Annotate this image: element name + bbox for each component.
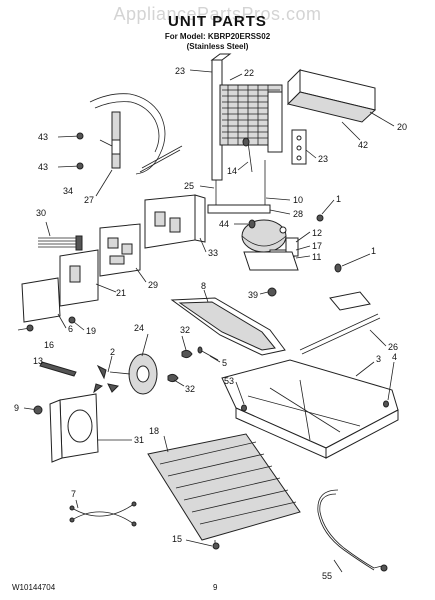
callout-43a: 43 [38, 132, 48, 142]
page-number: 9 [213, 583, 218, 592]
callout-7: 7 [71, 489, 76, 499]
part-bracket-20 [287, 68, 377, 123]
callout-33: 33 [208, 248, 218, 258]
part-probe-14 [242, 137, 253, 173]
callout-31: 31 [134, 435, 144, 445]
callout-11: 11 [312, 252, 321, 262]
callout-53: 53 [224, 376, 234, 386]
callout-6: 6 [68, 324, 73, 334]
part-bracket-23 [291, 129, 307, 165]
callout-32b: 32 [185, 384, 195, 394]
part-fan-bracket-31 [23, 393, 99, 463]
part-bracket-33 [144, 194, 206, 249]
part-fan-blade-2 [93, 364, 120, 394]
callout-1b: 1 [371, 246, 376, 256]
part-base-plate-3 [221, 359, 399, 459]
leader-lines [45, 69, 395, 573]
callout-43b: 43 [38, 162, 48, 172]
callout-labels: 23 22 20 42 23 14 25 10 1 28 12 17 11 44… [14, 66, 407, 581]
callout-23b: 23 [318, 154, 328, 164]
callout-19: 19 [86, 326, 96, 336]
callout-25: 25 [184, 181, 194, 191]
callout-55: 55 [322, 571, 332, 581]
part-grommets-32 [167, 346, 219, 383]
callout-15: 15 [172, 534, 182, 544]
callout-13: 13 [33, 356, 43, 366]
part-tube-55 [317, 489, 388, 572]
part-fan-motor-24 [109, 353, 158, 395]
watermark: AppliancePartsPros.com [113, 4, 322, 24]
callout-3: 3 [376, 354, 381, 364]
callout-16: 16 [44, 340, 54, 350]
callout-42: 42 [358, 140, 368, 150]
part-wire-7 [69, 501, 137, 527]
part-compressor [241, 219, 299, 271]
callout-28: 28 [293, 209, 303, 219]
part-harness-30 [38, 235, 83, 251]
part-panel-21 [59, 249, 99, 307]
callout-9: 9 [14, 403, 19, 413]
part-condenser-grid-18 [147, 433, 301, 550]
callout-30: 30 [36, 208, 46, 218]
callout-4: 4 [392, 352, 397, 362]
part-shield-6 [17, 277, 76, 332]
callout-44: 44 [219, 219, 229, 229]
part-trough-8 [170, 297, 286, 356]
callout-17: 17 [312, 241, 322, 251]
callout-1a: 1 [336, 194, 341, 204]
callout-10: 10 [293, 195, 303, 205]
finish-line: (Stainless Steel) [186, 42, 249, 51]
callout-14: 14 [227, 166, 237, 176]
callout-5: 5 [222, 358, 227, 368]
callout-27: 27 [84, 195, 94, 205]
callout-34: 34 [63, 186, 73, 196]
callout-22: 22 [244, 68, 254, 78]
diagram-title: UNIT PARTS [168, 13, 267, 30]
callout-20: 20 [397, 122, 407, 132]
callout-8: 8 [201, 281, 206, 291]
model-line: For Model: KBRP20ERSS02 [164, 32, 271, 41]
part-screws-43 [57, 132, 84, 170]
callout-26: 26 [388, 342, 398, 352]
callout-21: 21 [116, 288, 126, 298]
part-clamp-26 [299, 291, 381, 355]
document-number: W10144704 [12, 583, 56, 592]
callout-32a: 32 [180, 325, 190, 335]
callout-18: 18 [149, 426, 159, 436]
part-tube-13 [39, 361, 77, 377]
callout-23: 23 [175, 66, 185, 76]
callout-24: 24 [134, 323, 144, 333]
callout-39: 39 [248, 290, 258, 300]
callout-12: 12 [312, 228, 322, 238]
callout-2: 2 [110, 347, 115, 357]
part-drier-27 [89, 93, 183, 175]
part-control-board-29 [99, 223, 141, 277]
part-condenser-22 [207, 53, 283, 214]
callout-29: 29 [148, 280, 158, 290]
part-screws [248, 214, 342, 297]
